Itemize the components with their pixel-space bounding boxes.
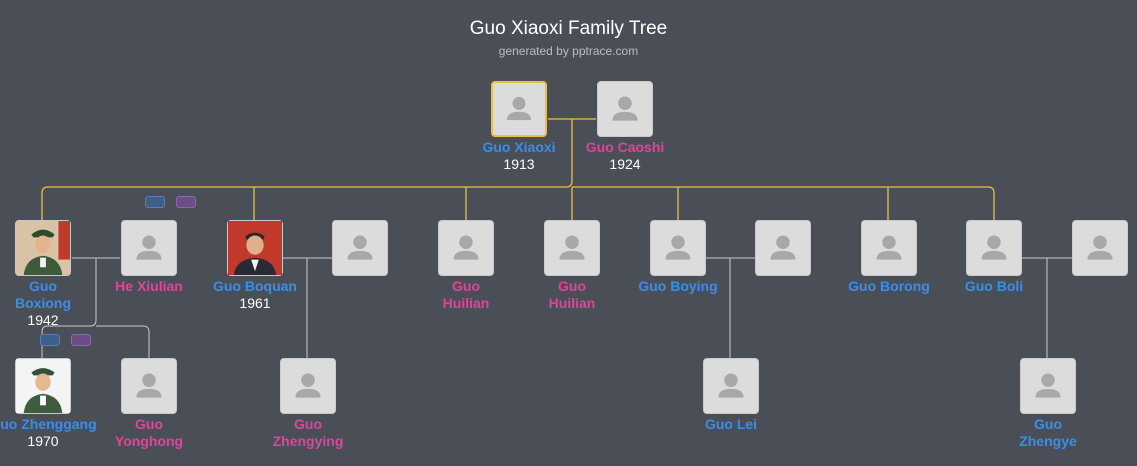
person-guo-borong[interactable]: Guo Borong [829, 220, 949, 295]
person-icon [1035, 373, 1061, 398]
person-icon [136, 235, 162, 260]
person-guo-huilian-1[interactable]: Guo Huilian [406, 220, 526, 312]
person-name: Guo Boli [964, 278, 1024, 294]
person-he-xiulian[interactable]: He Xiulian [89, 220, 209, 295]
person-icon [1087, 235, 1113, 260]
person-name: Guo Caoshi [585, 139, 665, 155]
person-name: Guo Boying [638, 278, 718, 294]
marriage-indicator-blue[interactable] [145, 196, 165, 208]
person-birth-year: 1970 [27, 433, 59, 449]
marriage-indicator-purple[interactable] [71, 334, 91, 346]
person-guo-boquan[interactable]: Guo Boquan 1961 [195, 220, 315, 311]
avatar-photo[interactable] [227, 220, 283, 276]
person-icon [506, 96, 532, 121]
person-name: Guo Zhengying [272, 416, 344, 449]
person-guo-zhengye[interactable]: Guo Zhengye [988, 358, 1108, 450]
person-icon [718, 373, 744, 398]
portrait-uniform-icon [16, 221, 70, 275]
marriage-indicator-purple[interactable] [176, 196, 196, 208]
person-name: Guo Yonghong [114, 416, 184, 449]
person-birth-year: 1942 [27, 312, 59, 328]
person-guo-boli[interactable]: Guo Boli [934, 220, 1054, 295]
person-icon [665, 235, 691, 260]
person-name: Guo Borong [848, 278, 930, 294]
avatar[interactable] [121, 220, 177, 276]
avatar[interactable] [650, 220, 706, 276]
person-icon [347, 235, 373, 260]
person-guo-huilian-2[interactable]: Guo Huilian [512, 220, 632, 312]
person-name: Guo Xiaoxi [482, 139, 556, 155]
person-spouse-boying[interactable] [723, 220, 843, 278]
person-name: Guo Zhenggang [0, 416, 97, 432]
person-guo-boxiong[interactable]: Guo Boxiong 1942 [0, 220, 103, 328]
avatar[interactable] [861, 220, 917, 276]
avatar[interactable] [280, 358, 336, 414]
person-guo-lei[interactable]: Guo Lei [671, 358, 791, 433]
person-name: Guo Boxiong [15, 278, 71, 311]
person-guo-zhengying[interactable]: Guo Zhengying [248, 358, 368, 450]
person-guo-zhenggang[interactable]: Guo Zhenggang 1970 [0, 358, 103, 449]
person-guo-caoshi[interactable]: Guo Caoshi 1924 [565, 81, 685, 172]
avatar[interactable] [703, 358, 759, 414]
person-birth-year: 1961 [239, 295, 271, 311]
person-icon [453, 235, 479, 260]
person-spouse-boli[interactable] [1040, 220, 1137, 278]
person-name: Guo Zhengye [1019, 416, 1077, 449]
person-icon [136, 373, 162, 398]
avatar[interactable] [1072, 220, 1128, 276]
avatar-photo[interactable] [15, 358, 71, 414]
avatar[interactable] [121, 358, 177, 414]
person-guo-boying[interactable]: Guo Boying [618, 220, 738, 295]
person-icon [770, 235, 796, 260]
avatar[interactable] [438, 220, 494, 276]
person-name: Guo Huilian [548, 278, 596, 311]
page-title: Guo Xiaoxi Family Tree [469, 18, 668, 39]
person-icon [559, 235, 585, 260]
avatar[interactable] [966, 220, 1022, 276]
portrait-uniform-icon [16, 359, 70, 413]
person-guo-yonghong[interactable]: Guo Yonghong [89, 358, 209, 450]
person-name: Guo Lei [704, 416, 758, 432]
person-spouse-boquan[interactable] [300, 220, 420, 278]
person-name: Guo Boquan [213, 278, 297, 294]
avatar[interactable] [1020, 358, 1076, 414]
person-birth-year: 1924 [609, 156, 641, 172]
person-icon [981, 235, 1007, 260]
person-icon [295, 373, 321, 398]
marriage-indicator-blue[interactable] [40, 334, 60, 346]
avatar[interactable] [332, 220, 388, 276]
avatar[interactable] [597, 81, 653, 137]
person-name: He Xiulian [115, 278, 183, 294]
avatar[interactable] [755, 220, 811, 276]
avatar[interactable] [544, 220, 600, 276]
person-name: Guo Huilian [442, 278, 490, 311]
avatar[interactable] [491, 81, 547, 137]
avatar-photo[interactable] [15, 220, 71, 276]
person-icon [612, 96, 638, 121]
person-icon [876, 235, 902, 260]
portrait-suit-icon [228, 221, 282, 275]
person-birth-year: 1913 [503, 156, 535, 172]
person-guo-xiaoxi[interactable]: Guo Xiaoxi 1913 [459, 81, 579, 172]
page-subtitle: generated by pptrace.com [498, 44, 639, 58]
